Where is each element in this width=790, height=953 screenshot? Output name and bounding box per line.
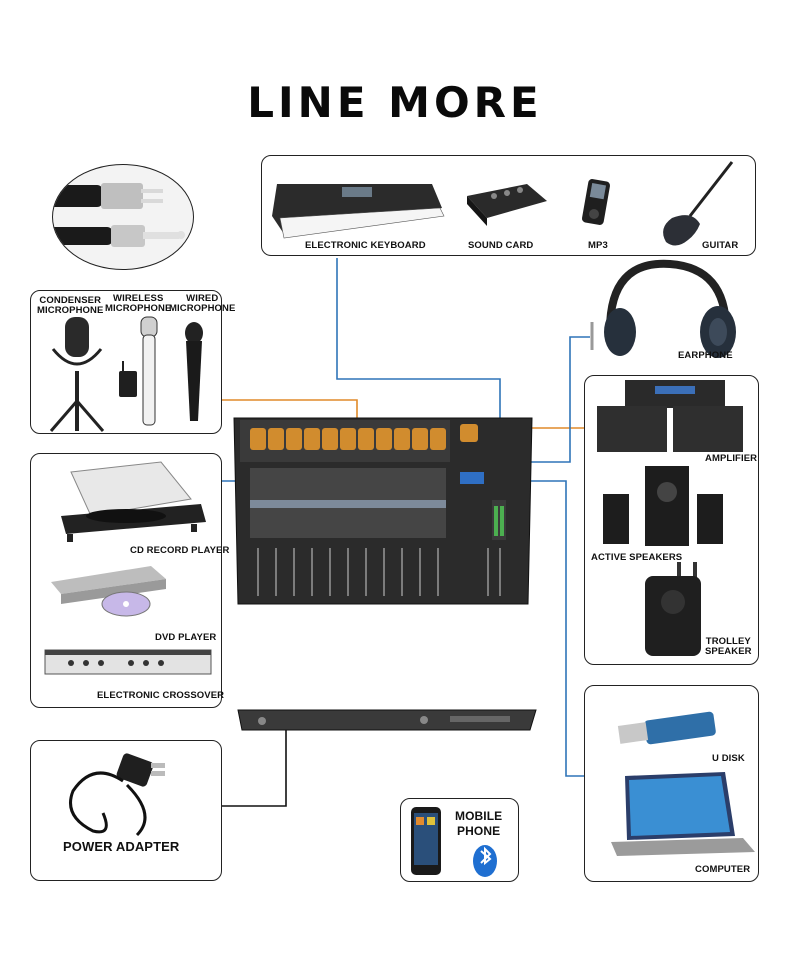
wired-mic-icon [185,322,203,421]
wireless-mic-icon [119,317,157,425]
crossover-icon [45,650,211,674]
sound-card-icon [467,184,547,226]
power-adapter-icon [31,741,223,882]
mp3-label: MP3 [588,240,608,251]
bluetooth-icon [473,845,497,877]
udisk-label: U DISK [712,753,745,764]
cd-player-label: CD RECORD PLAYER [130,545,229,556]
top-sources-box: ELECTRONIC KEYBOARD SOUND CARD MP3 GUITA… [261,155,756,256]
usb-drive-icon [618,711,716,745]
sound-card-label: SOUND CARD [468,240,533,251]
earphone-label: EARPHONE [678,350,733,361]
power-adapter-box: POWER ADAPTER [30,740,222,881]
line-keyboard-to-mixer [337,258,500,420]
line-sources-to-usb [222,481,585,776]
dvd-player-icon [51,566,166,616]
trolley-speaker-icon [645,562,701,656]
active-speakers-icon [603,466,723,546]
line-earphone-to-mixer [462,337,590,462]
usb-box: U DISK COMPUTER [584,685,759,882]
line-power-to-mixer [222,730,286,806]
amplifier-label: AMPLIFIER [705,453,757,464]
computer-label: COMPUTER [695,864,750,875]
smartphone-icon [411,807,441,875]
crossover-label: ELECTRONIC CROSSOVER [97,690,224,701]
amplifier-icon [597,380,743,452]
xlr-cable-circle [52,164,194,270]
left-sources-box: CD RECORD PLAYER DVD PLAYER ELECTRONIC C… [30,453,222,708]
laptop-icon [611,772,755,856]
keyboard-icon [272,184,444,238]
condenser-mic-icon [51,317,103,431]
turntable-icon [61,462,206,542]
active-speakers-label: ACTIVE SPEAKERS [591,552,682,563]
dvd-player-label: DVD PLAYER [155,632,216,643]
line-mics-to-mixer [220,400,357,418]
guitar-icon [663,162,732,246]
power-adapter-label: POWER ADAPTER [63,839,179,854]
guitar-label: GUITAR [702,240,738,251]
xlr-cable-icon [53,165,193,269]
mp3-player-icon [581,178,610,225]
keyboard-label: ELECTRONIC KEYBOARD [305,240,426,251]
